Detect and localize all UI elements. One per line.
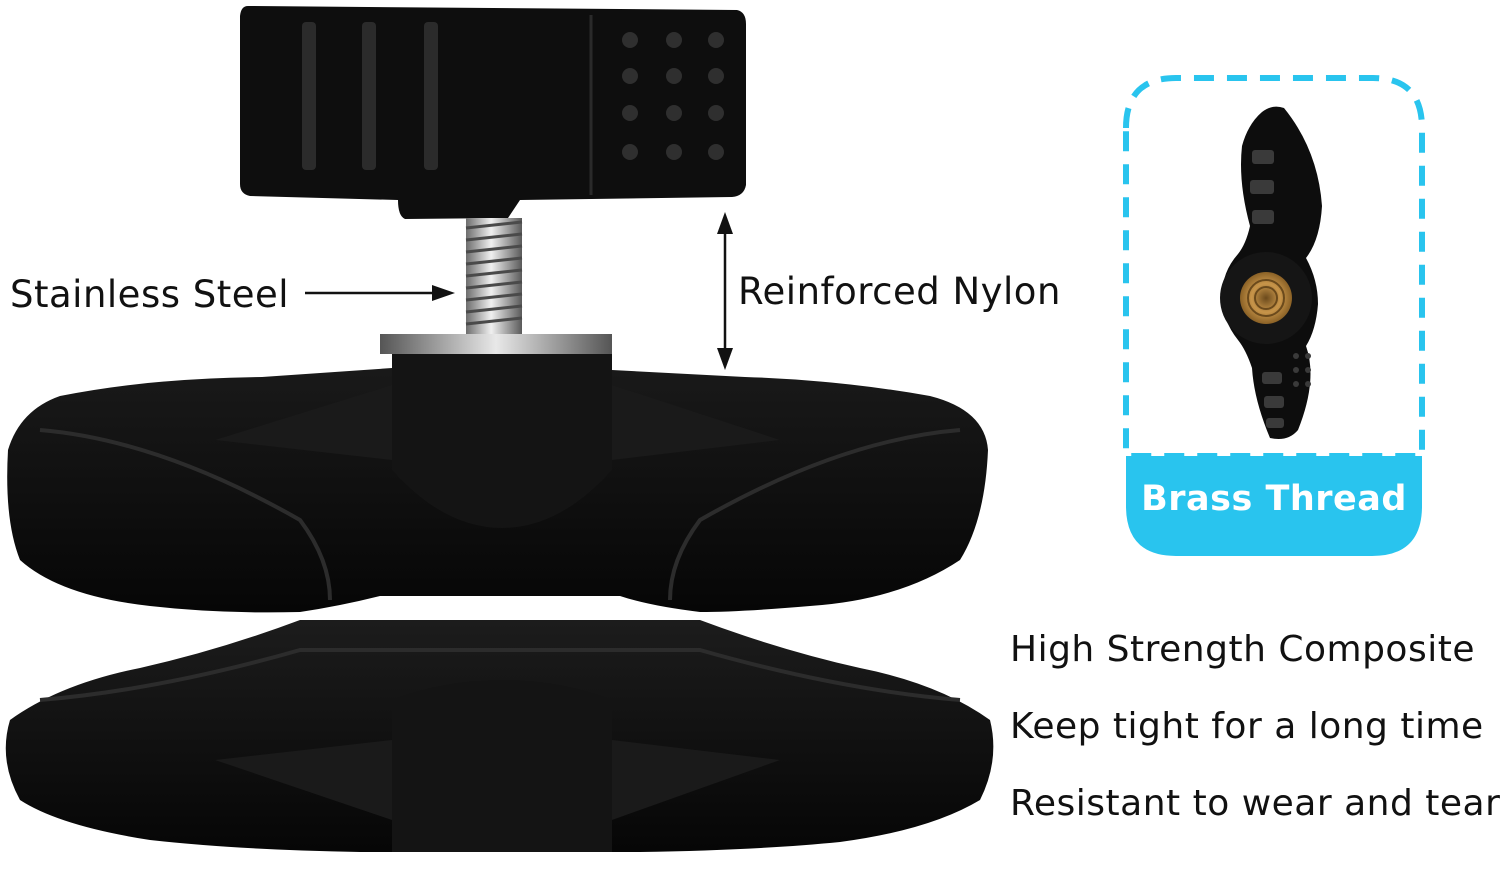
brass-thread-caption: Brass Thread xyxy=(1141,479,1407,519)
steel-screw xyxy=(465,218,523,336)
reinforced-nylon-arrow xyxy=(717,212,733,370)
reinforced-nylon-label: Reinforced Nylon xyxy=(738,270,1061,313)
feature-keep-tight: Keep tight for a long time xyxy=(1010,706,1484,747)
upper-clamp-arm xyxy=(7,334,988,613)
thumb-knob xyxy=(240,6,746,219)
feature-wear-resistant: Resistant to wear and tear xyxy=(1010,783,1500,824)
lower-clamp-arm xyxy=(5,620,994,852)
feature-high-strength: High Strength Composite xyxy=(1010,629,1475,670)
stainless-steel-label: Stainless Steel xyxy=(10,273,290,316)
brass-thread-inset xyxy=(1123,75,1425,556)
stainless-steel-arrow xyxy=(305,285,455,301)
